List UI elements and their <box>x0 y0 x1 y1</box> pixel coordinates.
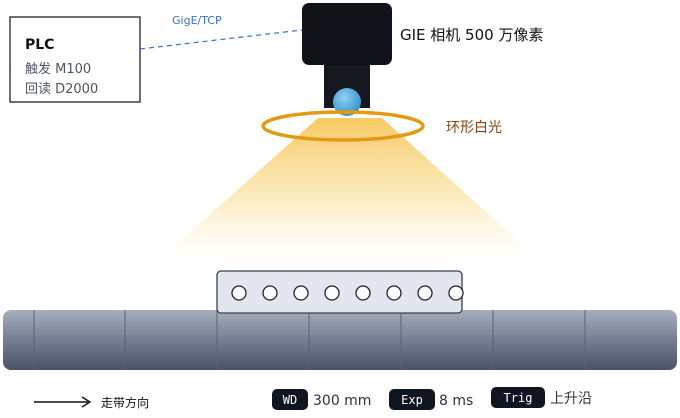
param-wd: WD 300 mm <box>272 389 371 410</box>
plc-readback-line: 回读 D2000 <box>25 82 98 97</box>
workpiece-hole <box>448 285 464 301</box>
belt-direction-label: 走带方向 <box>101 395 149 410</box>
param-exp: Exp 8 ms <box>389 389 473 410</box>
param-trig: Trig 上升沿 <box>491 387 592 408</box>
param-trig-value: 上升沿 <box>550 391 592 407</box>
param-wd-value: 300 mm <box>313 393 371 409</box>
belt-direction-arrow-icon <box>34 396 92 408</box>
workpiece-hole <box>293 285 309 301</box>
workpiece-hole <box>355 285 371 301</box>
param-trig-tag <box>491 387 545 408</box>
plc-trigger-line: 触发 M100 <box>25 61 91 77</box>
param-exp-tag-text: Exp <box>401 393 423 407</box>
gige-link-line <box>139 29 303 50</box>
param-exp-value: 8 ms <box>439 393 473 409</box>
plc-box: PLC 触发 M100 回读 D2000 <box>9 16 141 103</box>
param-wd-tag <box>272 389 308 410</box>
workpiece <box>216 270 464 314</box>
ring-light <box>261 110 425 142</box>
conveyor-belt <box>3 310 677 370</box>
camera-label: GIE 相机 500 万像素 <box>400 26 543 44</box>
workpiece-hole <box>262 285 278 301</box>
ring-light-label: 环形白光 <box>446 120 502 136</box>
gige-link-label: GigE/TCP <box>172 14 222 27</box>
plc-title: PLC <box>25 37 54 53</box>
param-wd-tag-text: WD <box>283 393 297 407</box>
workpiece-holes <box>231 285 464 301</box>
camera-body <box>302 3 392 65</box>
camera <box>302 3 392 116</box>
light-beam <box>150 118 548 268</box>
workpiece-hole <box>386 285 402 301</box>
param-exp-tag <box>389 389 435 410</box>
workpiece-hole <box>417 285 433 301</box>
workpiece-hole <box>324 285 340 301</box>
param-trig-tag-text: Trig <box>504 391 533 405</box>
workpiece-hole <box>231 285 247 301</box>
camera-lens-icon <box>333 88 361 116</box>
